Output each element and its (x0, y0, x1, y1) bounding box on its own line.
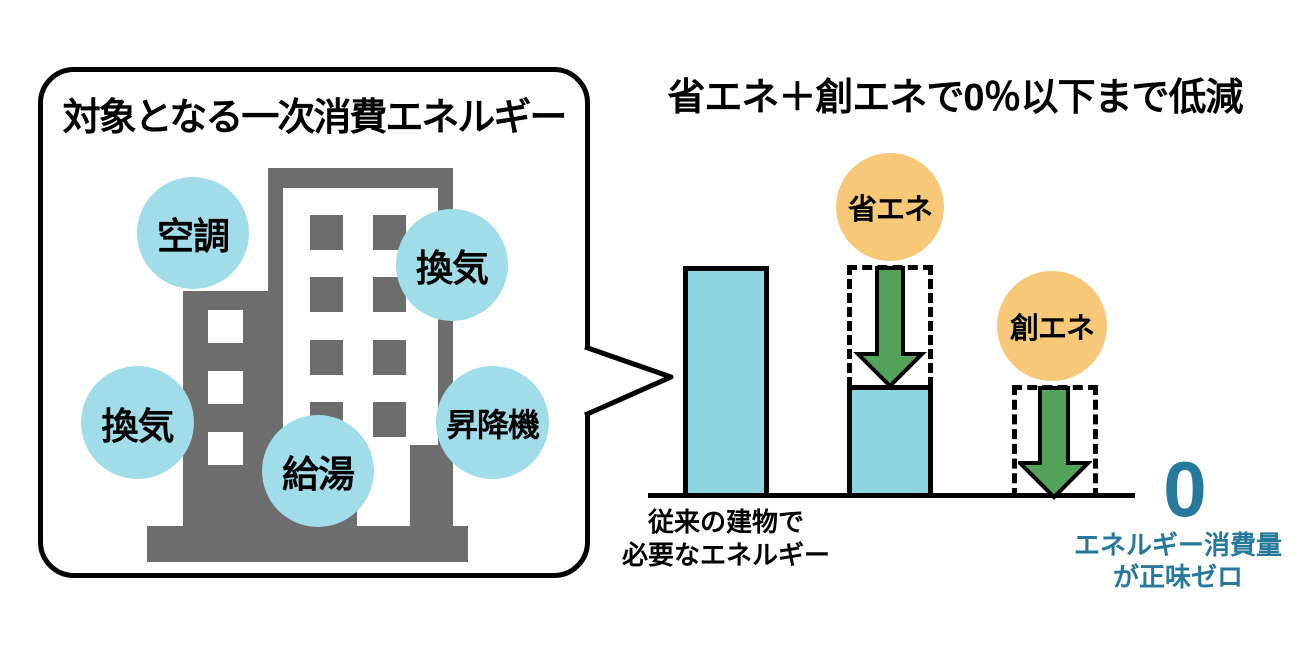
energy-circle-label: 換気 (101, 405, 175, 447)
bar-conventional-energy (683, 266, 769, 498)
speech-bubble-pointer (583, 344, 674, 418)
energy-circle-label: 換気 (416, 248, 489, 289)
window (208, 310, 243, 343)
badge-label: 省エネ (847, 194, 933, 226)
left-panel-title: 対象となる一次消費エネルギー (62, 97, 568, 139)
energy-circle-ventilation-right: 換気 (396, 209, 508, 321)
energy-circle-elevator: 昇降機 (436, 366, 549, 479)
window (310, 340, 343, 375)
window (208, 432, 243, 465)
window (310, 215, 343, 250)
badge-label: 創エネ (1009, 313, 1095, 345)
badge-energy-saving: 省エネ (836, 153, 944, 261)
energy-circle-hot-water: 給湯 (262, 415, 374, 527)
energy-circle-ventilation-left: 換気 (81, 366, 194, 479)
chart-title: 省エネ＋創エネで0％以下まで低減 (667, 77, 1243, 119)
net-zero-caption-line1: エネルギー消費量 (1073, 530, 1282, 560)
net-zero-caption: エネルギー消費量 が正味ゼロ (1058, 530, 1298, 593)
arrow-down-icon (1018, 386, 1092, 500)
zero-value: 0 (1163, 445, 1207, 533)
conventional-energy-label-line1: 従来の建物で (647, 507, 804, 537)
window (373, 402, 406, 437)
arrow-down-icon (853, 266, 927, 389)
building-base (147, 526, 468, 562)
energy-circle-label: 給湯 (282, 454, 355, 495)
energy-circle-air-conditioning: 空調 (137, 177, 249, 289)
badge-energy-creation: 創エネ (997, 271, 1107, 381)
conventional-energy-label-line2: 必要なエネルギー (621, 539, 830, 570)
energy-circle-label: 昇降機 (445, 406, 540, 443)
net-zero-caption-line2: が正味ゼロ (1112, 561, 1243, 592)
bar-after-energy-saving (847, 385, 933, 498)
window (373, 340, 406, 375)
window (208, 371, 243, 404)
conventional-energy-label: 従来の建物で 必要なエネルギー (610, 506, 842, 571)
window (310, 277, 343, 312)
energy-circle-label: 空調 (157, 216, 230, 257)
